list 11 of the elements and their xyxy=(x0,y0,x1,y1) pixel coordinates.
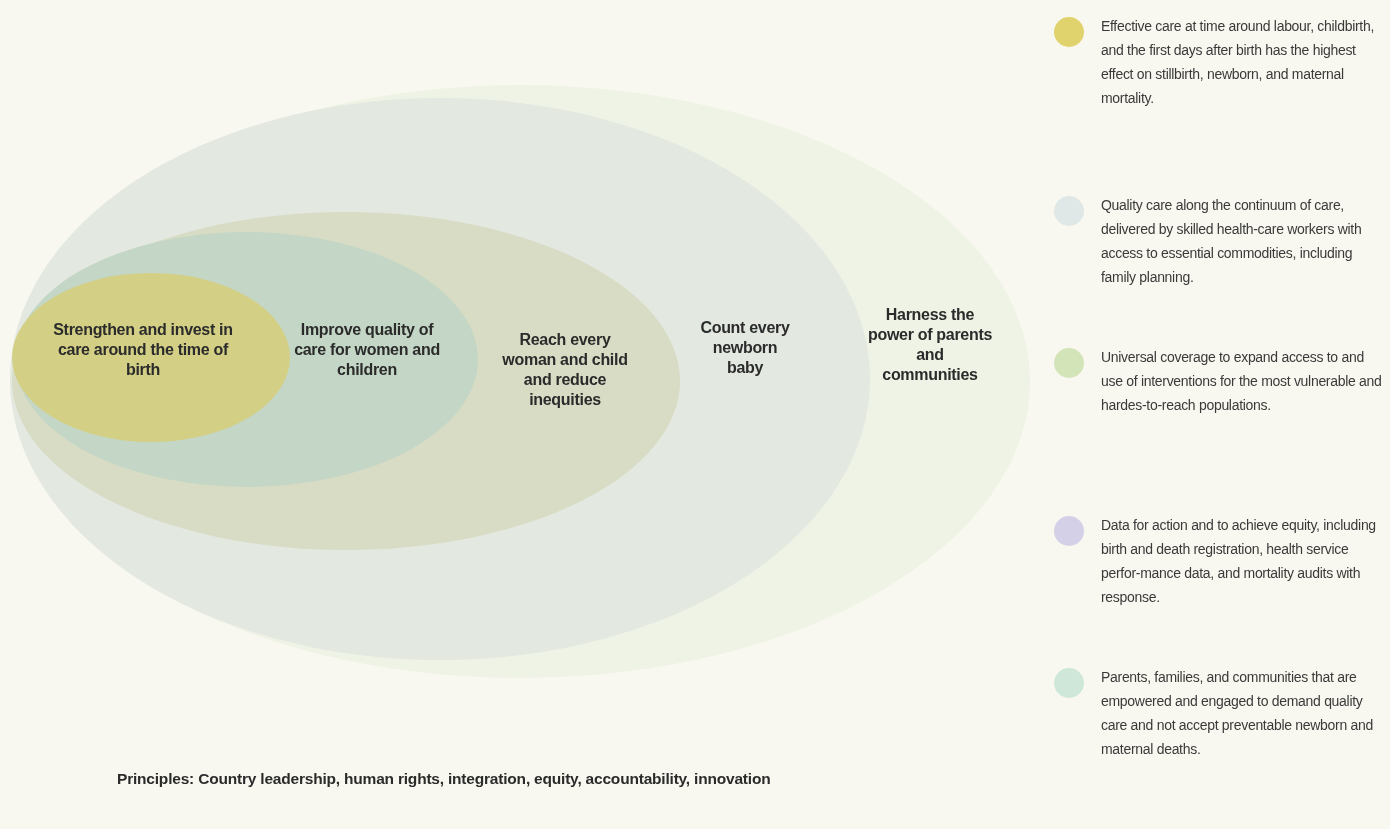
legend-text: Universal coverage to expand access to and use of interventions for the most vulnerable and hardes-to-reach populations. xyxy=(1101,348,1383,415)
legend-text: Data for action and to achieve equity, including birth and death registration, health service perfor-mance data, and mortality audits with response. xyxy=(1101,516,1377,607)
band-label: Improve quality of care for women and children xyxy=(293,320,441,380)
legend-text: Quality care along the continuum of care, delivered by skilled health-care workers with access to essential commodities, including family planning. xyxy=(1101,196,1363,287)
band-label: Strengthen and invest in care around the time of birth xyxy=(53,320,233,380)
band-label: Count every newborn baby xyxy=(699,318,791,378)
band-label: Reach every woman and child and reduce inequities xyxy=(501,330,629,410)
legend-text: Effective care at time around labour, childbirth, and the first days after birth has the highest effect on stillbirth, newborn, and maternal mortality. xyxy=(1101,17,1375,108)
legend-text: Parents, families, and communities that are empowered and engaged to demand quality care and not accept preventable newborn and maternal deaths. xyxy=(1101,668,1374,759)
principles-note: Principles: Country leadership, human rights, integration, equity, accountability, innovation xyxy=(117,770,771,788)
band-label: Harness the power of parents and communities xyxy=(867,305,993,385)
